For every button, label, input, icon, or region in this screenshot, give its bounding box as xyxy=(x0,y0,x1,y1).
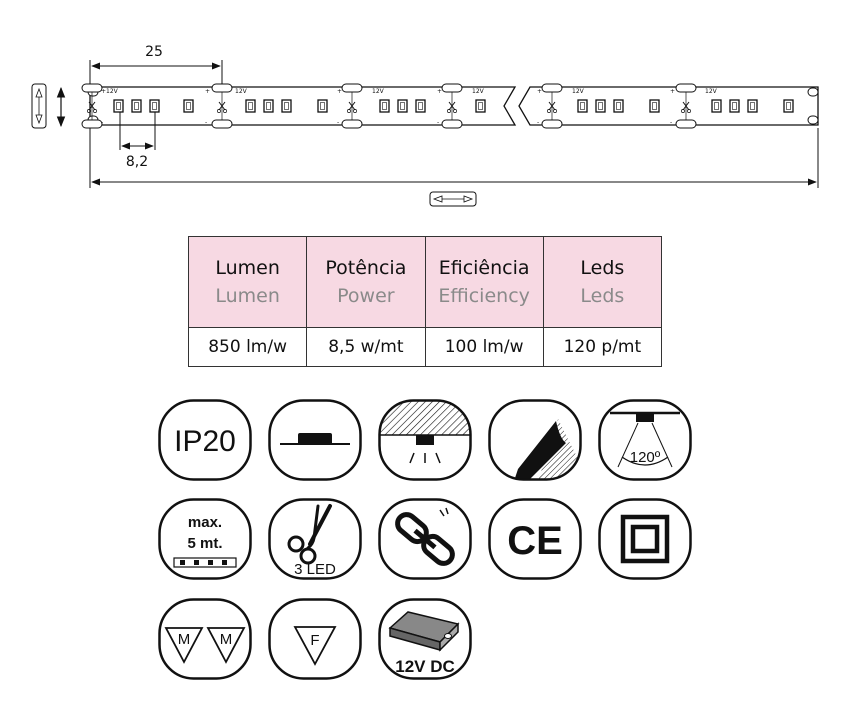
header-pt-label: Potência xyxy=(325,257,407,279)
minus-mark: - xyxy=(537,119,539,126)
plus-mark: + xyxy=(337,88,342,95)
surface-mount-icon xyxy=(268,399,362,481)
header-pt-label: Eficiência xyxy=(438,257,530,279)
beam-angle-text: 120º xyxy=(630,449,661,466)
max-length-line1: max. xyxy=(188,514,222,531)
plus-mark: + xyxy=(670,88,675,95)
voltage-mark: 12V xyxy=(705,88,718,95)
header-pt-label: Leds xyxy=(580,257,625,279)
plus-mark: + xyxy=(537,88,542,95)
value-power: 8,5 w/mt xyxy=(306,327,426,367)
mm-mark-icon: M M xyxy=(158,598,252,680)
header-pt-label: Lumen xyxy=(215,257,280,279)
plus-mark: + xyxy=(437,88,442,95)
power-supply-icon: 12V DC xyxy=(378,598,472,680)
voltage-mark: 12V xyxy=(572,88,585,95)
led-dimension: 8,2 xyxy=(119,112,156,170)
header-efficiency: Eficiência Efficiency xyxy=(424,236,544,328)
max-length-line2: 5 mt. xyxy=(187,535,222,552)
double-insulation-icon xyxy=(598,498,692,580)
scissors-icon: 3 LED xyxy=(268,498,362,580)
f-mark-text: F xyxy=(310,632,319,649)
header-en-label: Leds xyxy=(580,285,625,307)
f-mark-icon: F xyxy=(268,598,362,680)
header-power: Potência Power xyxy=(306,236,426,328)
voltage-text: 12V DC xyxy=(395,657,455,676)
pitch-dim-label: 25 xyxy=(145,44,163,60)
value-efficiency: 100 lm/w xyxy=(424,327,544,367)
length-dimension xyxy=(89,128,819,207)
ce-mark-text: CE xyxy=(507,519,563,563)
link-icon xyxy=(378,498,472,580)
beam-angle-icon: 120º xyxy=(598,399,692,481)
max-length-icon: max. 5 mt. xyxy=(158,498,252,580)
voltage-mark: 12V xyxy=(106,88,119,95)
specs-header-row: Lumen Lumen Potência Power Eficiência Ef… xyxy=(187,236,663,328)
ce-mark-icon: CE xyxy=(488,498,582,580)
mm-mark-text: M xyxy=(178,631,191,648)
voltage-mark: 12V xyxy=(372,88,385,95)
minus-mark: - xyxy=(101,119,103,126)
flexible-strip-icon xyxy=(488,399,582,481)
voltage-mark: 12V xyxy=(235,88,248,95)
polarity-marks: + 12V - + 12V - + 12V - + 12V - + 12V - … xyxy=(101,88,718,126)
specs-value-row: 850 lm/w 8,5 w/mt 100 lm/w 120 p/mt xyxy=(187,327,663,367)
specs-table: Lumen Lumen Potência Power Eficiência Ef… xyxy=(187,236,663,367)
header-en-label: Lumen xyxy=(215,285,280,307)
ip-rating-text: IP20 xyxy=(174,425,236,458)
strip-body xyxy=(87,86,819,126)
mm-mark-text: M xyxy=(220,631,233,648)
ip20-icon: IP20 xyxy=(158,399,252,481)
led-dim-label: 8,2 xyxy=(126,154,148,170)
header-lumen: Lumen Lumen xyxy=(187,236,308,328)
led-strip-diagram: 25 + 12V - + 12V - + 12V - + xyxy=(31,44,819,207)
minus-mark: - xyxy=(205,119,207,126)
pitch-dimension: 25 xyxy=(89,44,223,86)
header-leds: Leds Leds xyxy=(542,236,663,328)
minus-mark: - xyxy=(437,119,439,126)
header-en-label: Efficiency xyxy=(438,285,530,307)
value-lumen: 850 lm/w xyxy=(187,327,308,367)
minus-mark: - xyxy=(670,119,672,126)
value-leds: 120 p/mt xyxy=(542,327,663,367)
voltage-mark: 12V xyxy=(472,88,485,95)
header-en-label: Power xyxy=(337,285,395,307)
minus-mark: - xyxy=(337,119,339,126)
height-dimension xyxy=(31,83,66,129)
plus-mark: + xyxy=(101,88,106,95)
cut-label-text: 3 LED xyxy=(294,561,336,578)
ceiling-light-icon xyxy=(378,399,472,481)
plus-mark: + xyxy=(205,88,210,95)
